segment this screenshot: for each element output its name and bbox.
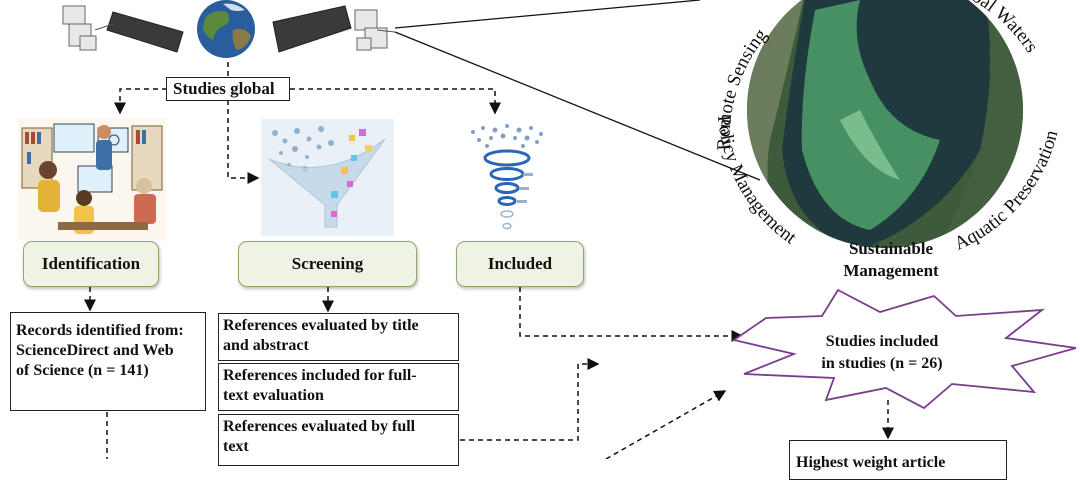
lake-algae-satellite-image: Remote Sensing Global Waters Policy Mana…	[713, 0, 1063, 255]
satellite-earth-illustration	[62, 0, 396, 58]
screening-box-3-line-1: References evaluated by full	[223, 418, 416, 435]
highest-weight-article-box: Highest weight article	[789, 440, 1007, 480]
studies-global-label: Studies global	[166, 77, 290, 101]
records-line-2: ScienceDirect and Web	[16, 342, 174, 359]
screening-box-2-line-1: References included for full-	[223, 367, 417, 384]
studies-included-text: Studies included in studies (n = 26)	[792, 331, 972, 375]
screening-box-1-line-1: References evaluated by title	[223, 317, 419, 334]
studies-included-line-1: Studies included	[825, 333, 939, 350]
result-starburst	[731, 288, 1077, 410]
sustainable-line-1: Sustainable	[848, 239, 934, 258]
records-line-3: of Science (n = 141)	[16, 362, 149, 379]
screening-box-full-text-inclusion: References included for full- text evalu…	[218, 363, 459, 411]
studies-included-line-2: in studies (n = 26)	[821, 355, 943, 372]
highest-weight-article-text: Highest weight article	[796, 454, 946, 471]
sustainable-management-label: Sustainable Management	[818, 238, 964, 282]
screening-box-2-line-2: text evaluation	[223, 387, 324, 404]
records-line-1: Records identified from:	[16, 322, 184, 339]
screening-box-title-abstract: References evaluated by title and abstra…	[218, 313, 459, 361]
included-stage: Included	[456, 241, 584, 287]
screening-box-3-line-2: text	[223, 438, 249, 455]
target-funnel-illustration	[471, 124, 543, 230]
records-identified-box: Records identified from: ScienceDirect a…	[10, 312, 206, 411]
screening-stage: Screening	[238, 241, 417, 287]
funnel-illustration	[261, 119, 394, 236]
screening-box-1-line-2: and abstract	[223, 337, 309, 354]
connector-lines	[84, 0, 894, 459]
identification-stage: Identification	[23, 241, 159, 287]
sustainable-line-2: Management	[843, 261, 939, 280]
researchers-illustration	[18, 118, 166, 240]
screening-box-full-text-evaluated: References evaluated by full text	[218, 414, 459, 466]
